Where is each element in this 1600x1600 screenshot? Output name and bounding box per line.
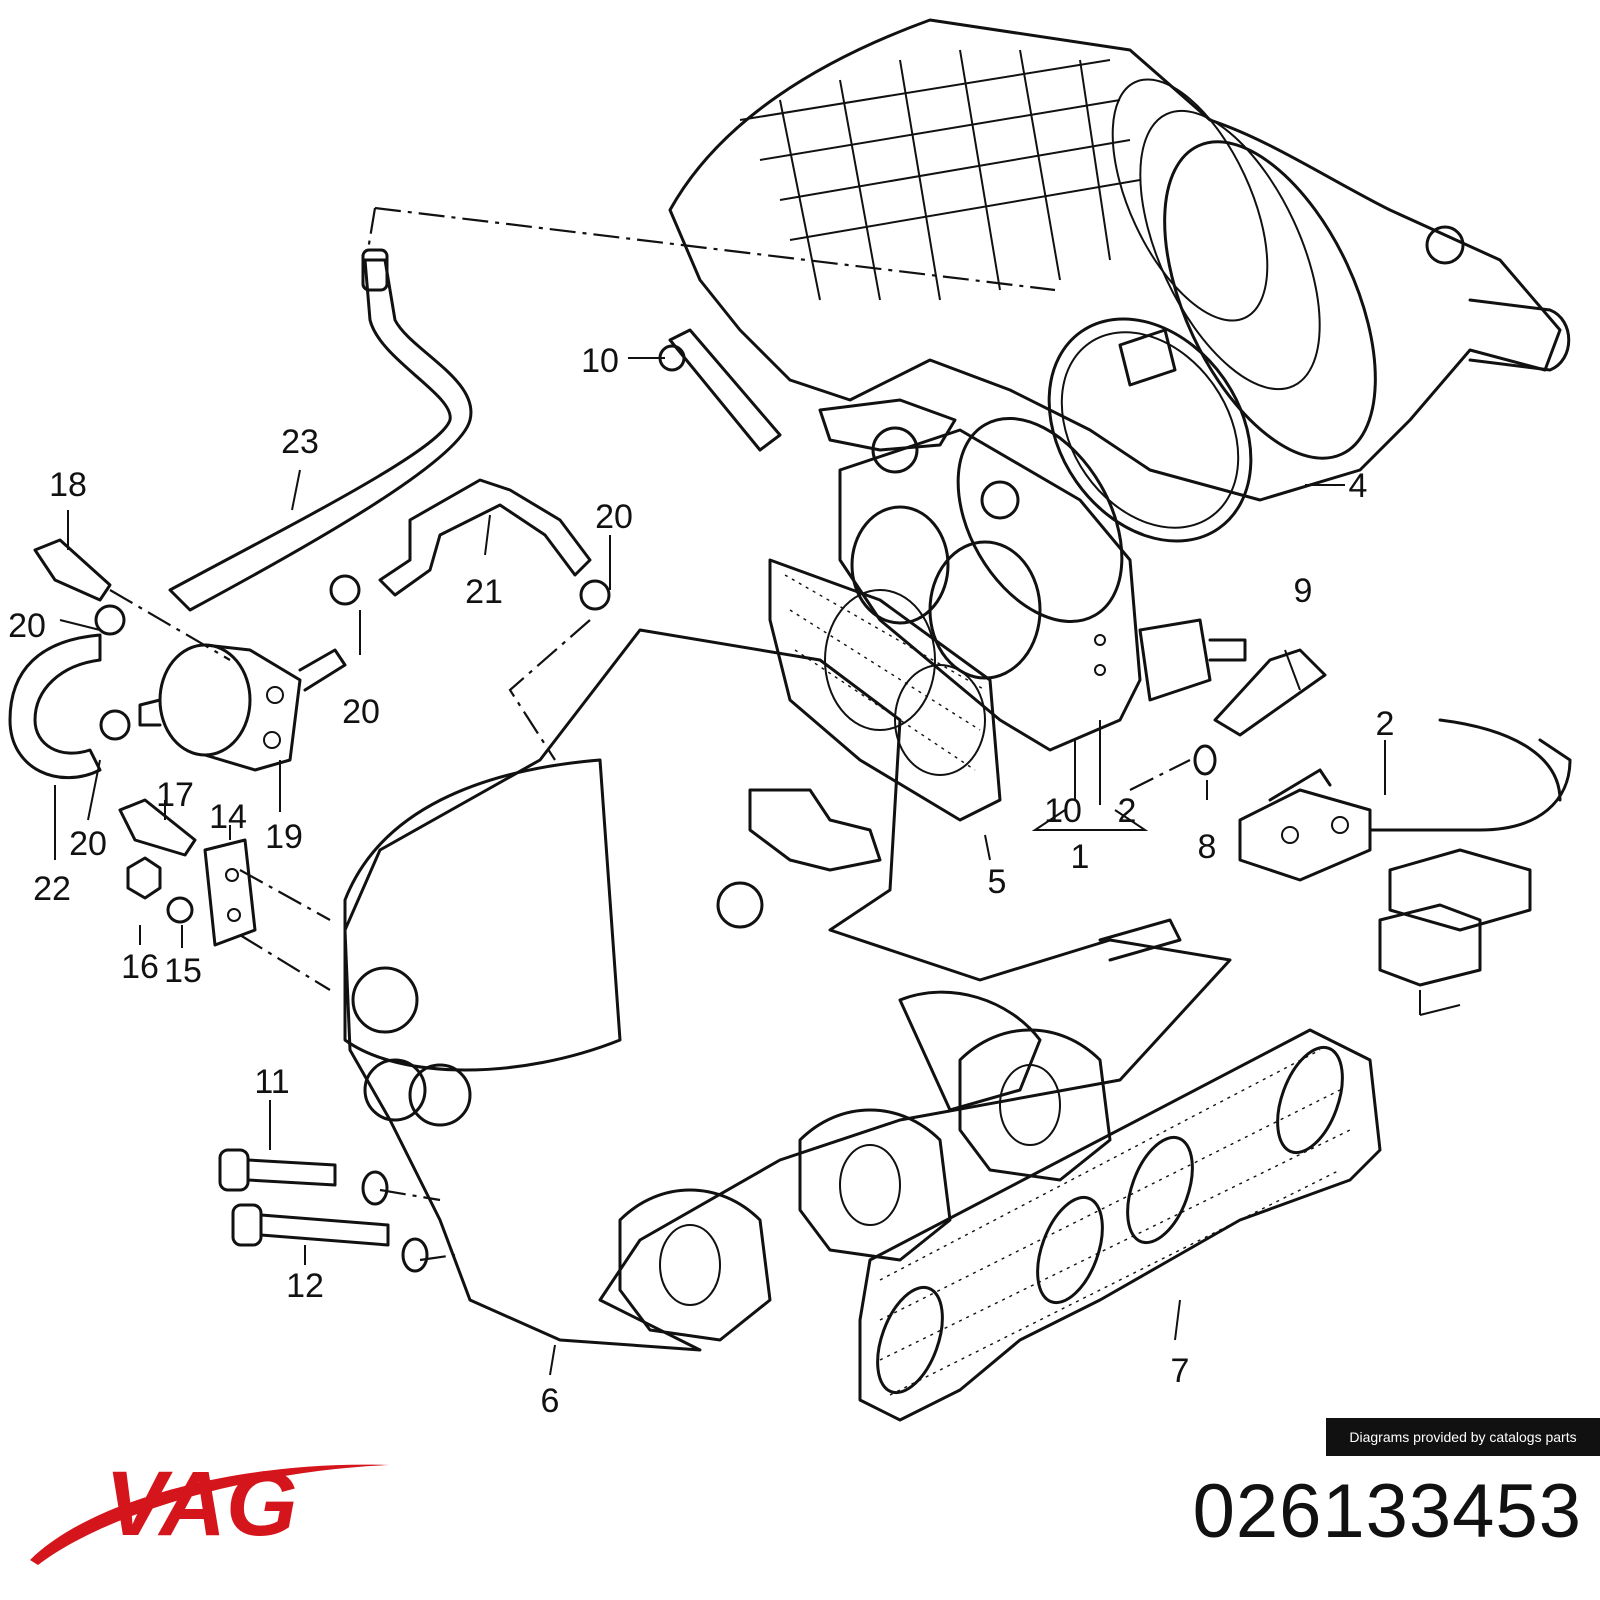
fasteners-left-drawing <box>33 538 611 947</box>
callout-21: 21 <box>465 573 503 611</box>
callout-14: 14 <box>209 798 247 836</box>
throttle-body-drawing <box>818 398 1247 752</box>
callout-1: 1 <box>1071 838 1090 876</box>
bolts-11-12-drawing <box>218 1148 429 1273</box>
callout-2-throttle: 2 <box>1118 792 1137 830</box>
callout-20-mid: 20 <box>342 693 380 731</box>
callout-23: 23 <box>281 423 319 461</box>
part-number: 026133453 <box>1192 1469 1582 1554</box>
callout-9: 9 <box>1294 572 1313 610</box>
callout-5: 5 <box>988 863 1007 901</box>
callout-labels: 1 2 2 4 5 6 7 8 9 10 10 11 12 14 15 16 1… <box>8 342 1394 1420</box>
callout-18: 18 <box>49 466 87 504</box>
valve-19-drawing <box>138 643 347 772</box>
callout-15: 15 <box>164 952 202 990</box>
callout-17: 17 <box>156 776 194 814</box>
callout-11: 11 <box>254 1063 289 1101</box>
intake-boot-drawing <box>668 18 1571 502</box>
callout-16: 16 <box>121 948 159 986</box>
callout-8: 8 <box>1198 828 1217 866</box>
callout-2-sensor: 2 <box>1376 705 1395 743</box>
diagram-credit-banner: Diagrams provided by catalogs parts <box>1326 1418 1600 1456</box>
callout-4: 4 <box>1349 467 1368 505</box>
callout-20-right: 20 <box>595 498 633 536</box>
callout-20-lower: 20 <box>69 825 107 863</box>
throttle-gasket-drawing <box>768 558 1002 822</box>
callout-12: 12 <box>286 1267 324 1305</box>
callout-10-top: 10 <box>581 342 619 380</box>
callout-20-left: 20 <box>8 607 46 645</box>
manifold-gasket-drawing <box>858 1028 1382 1422</box>
vag-logo: VAG <box>30 1453 390 1565</box>
callout-19: 19 <box>265 818 303 856</box>
items-8-9-10-drawing <box>658 328 1327 776</box>
ring-gasket-drawing <box>1047 317 1253 543</box>
sensor-connector-drawing <box>1238 718 1572 1016</box>
leader-lines <box>54 357 1386 1376</box>
callout-6: 6 <box>541 1382 560 1420</box>
hose-22-drawing <box>8 633 102 780</box>
hose-21-drawing <box>378 478 592 597</box>
intake-manifold-drawing <box>343 628 1232 1352</box>
callout-7: 7 <box>1171 1352 1190 1390</box>
logo-swoosh <box>30 1464 390 1565</box>
logo-text: VAG <box>105 1453 298 1555</box>
hose-23-drawing <box>168 248 473 612</box>
callout-22: 22 <box>33 870 71 908</box>
assembly-lines <box>109 206 1191 1262</box>
callout-10-throttle: 10 <box>1044 792 1082 830</box>
